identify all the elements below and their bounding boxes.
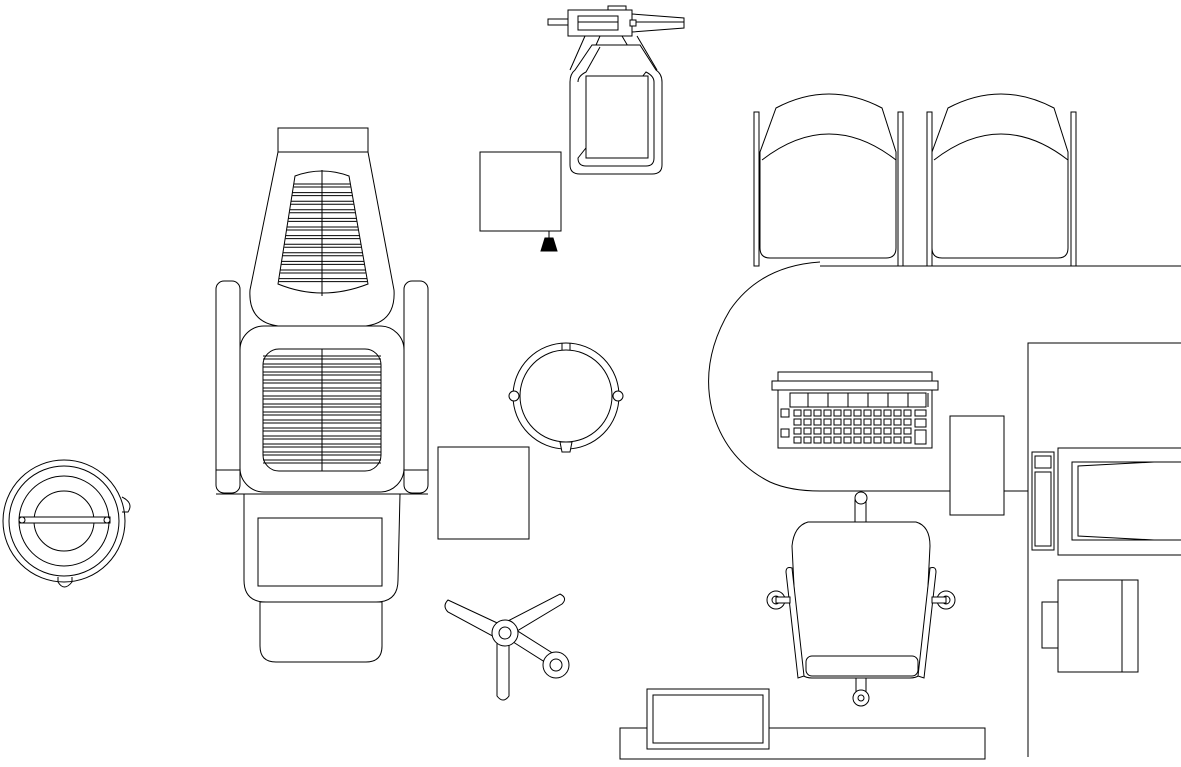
desk-document (949, 415, 1005, 516)
printer (1041, 579, 1139, 673)
filing-cabinet (1031, 451, 1055, 551)
dental-chair-backrest-slats (262, 348, 382, 472)
monitor (1057, 447, 1181, 556)
waiting-seat (926, 93, 1077, 267)
dental-chair-legrest (259, 601, 383, 663)
side-table (437, 446, 530, 540)
cuspidor-bowl (2, 459, 131, 588)
dental-chair-armrest-right (403, 280, 429, 494)
dental-chair-seat-pad (257, 517, 383, 587)
instrument-cabinet (479, 151, 562, 252)
dental-chair-headrest-cap (277, 127, 369, 153)
operating-light-lens (585, 75, 649, 159)
keyboard (771, 371, 939, 449)
dental-chair (215, 127, 429, 663)
cuspidor-bar (19, 516, 111, 524)
waiting-seat (753, 93, 904, 267)
dentist-stool (444, 593, 570, 701)
dental-chair-headrest-slats (277, 170, 369, 296)
reception-counter (708, 261, 1181, 757)
assistant-stool (508, 342, 624, 453)
office-chair (766, 491, 956, 707)
operating-light (547, 5, 685, 175)
waste-bin (646, 688, 770, 750)
dental-chair-armrest-left (215, 280, 241, 494)
instrument-cabinet-caster (540, 237, 558, 252)
